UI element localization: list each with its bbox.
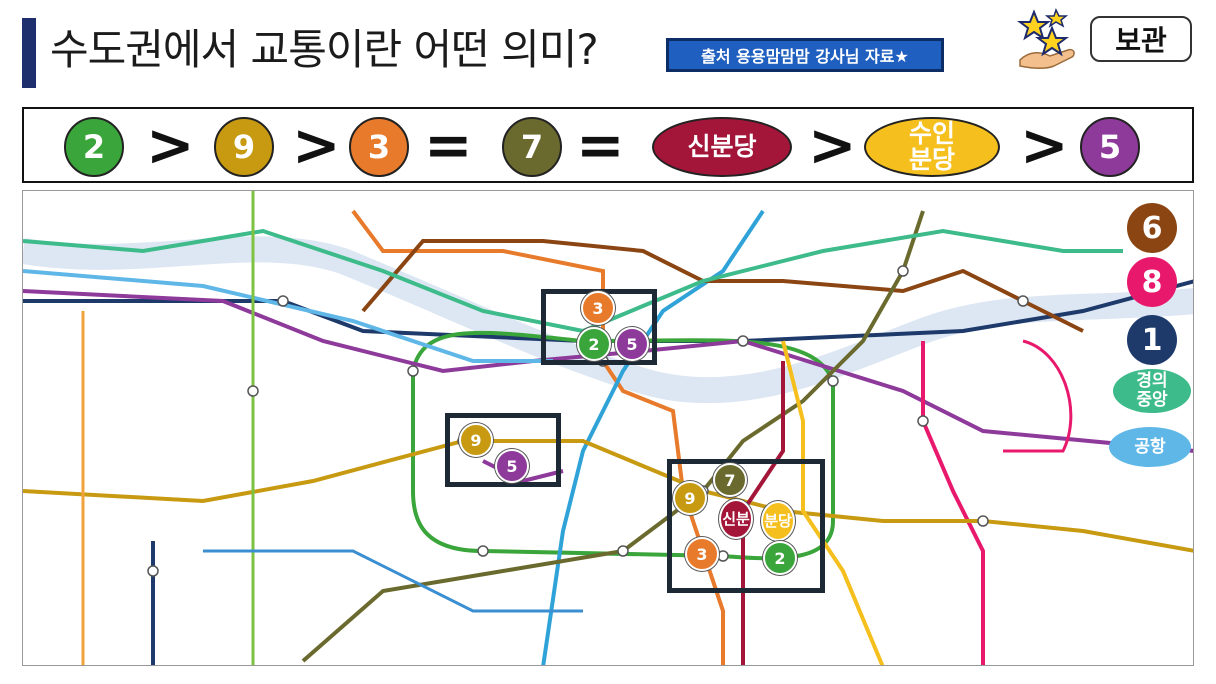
line-ranking-bar: 2 > 9 > 3 = 7 = 신분당 > 수인분당 > 5 bbox=[22, 107, 1194, 183]
greater-than-sign: > bbox=[808, 111, 857, 179]
source-badge: 출처 용용맘맘맘 강사님 자료★ bbox=[666, 38, 944, 72]
line-5-marker: 5 bbox=[495, 449, 529, 483]
save-button[interactable]: 보관 bbox=[1090, 16, 1192, 62]
shinbundang-marker: 신분 bbox=[719, 499, 753, 539]
line-2-badge: 2 bbox=[64, 117, 124, 177]
line-7-badge: 7 bbox=[502, 117, 562, 177]
line-3-marker: 3 bbox=[685, 537, 719, 571]
title-accent-bar bbox=[22, 18, 36, 88]
line-2-marker: 2 bbox=[763, 541, 797, 575]
line-6-legend: 6 bbox=[1127, 203, 1177, 253]
suinbundang-path bbox=[781, 340, 885, 665]
line-5-marker: 5 bbox=[615, 327, 649, 361]
line-8-legend: 8 bbox=[1127, 257, 1177, 307]
greater-than-sign: > bbox=[1020, 111, 1069, 179]
line-3-marker: 3 bbox=[581, 291, 615, 325]
stars-in-hand-icon bbox=[1017, 8, 1075, 70]
greater-than-sign: > bbox=[146, 111, 195, 179]
line-9-path bbox=[23, 439, 1193, 553]
gyeongui-jungang-legend: 경의중앙 bbox=[1113, 369, 1191, 413]
line-9-marker: 9 bbox=[673, 481, 707, 515]
line-9-badge: 9 bbox=[214, 117, 274, 177]
line-3-path bbox=[351, 209, 725, 665]
airport-railroad-path bbox=[23, 269, 553, 363]
line-5-badge: 5 bbox=[1080, 117, 1140, 177]
line-6-path bbox=[361, 239, 1084, 333]
highlight-box-gangnam bbox=[667, 459, 825, 593]
line-2-marker: 2 bbox=[577, 327, 611, 361]
equals-sign: = bbox=[576, 111, 625, 179]
equals-sign: = bbox=[424, 111, 473, 179]
line-9-marker: 9 bbox=[459, 423, 493, 457]
highlight-box-yeouido bbox=[445, 413, 561, 487]
line-1-legend: 1 bbox=[1127, 315, 1177, 365]
subway-map: 6 8 1 경의중앙 공항 3 2 5 9 5 7 9 신분 분당 3 2 bbox=[22, 190, 1194, 666]
greater-than-sign: > bbox=[292, 111, 341, 179]
line-3-badge: 3 bbox=[349, 117, 409, 177]
suinbundang-marker: 분당 bbox=[761, 501, 795, 541]
subway-lines-drawing bbox=[23, 191, 1193, 665]
line-7-marker: 7 bbox=[713, 463, 747, 497]
page-title: 수도권에서 교통이란 어떤 의미? bbox=[50, 25, 599, 74]
airport-railroad-legend: 공항 bbox=[1109, 427, 1191, 467]
line-8-path bbox=[921, 341, 985, 665]
shinbundang-line-badge: 신분당 bbox=[652, 117, 792, 177]
suinbundang-line-badge: 수인분당 bbox=[864, 117, 1000, 177]
